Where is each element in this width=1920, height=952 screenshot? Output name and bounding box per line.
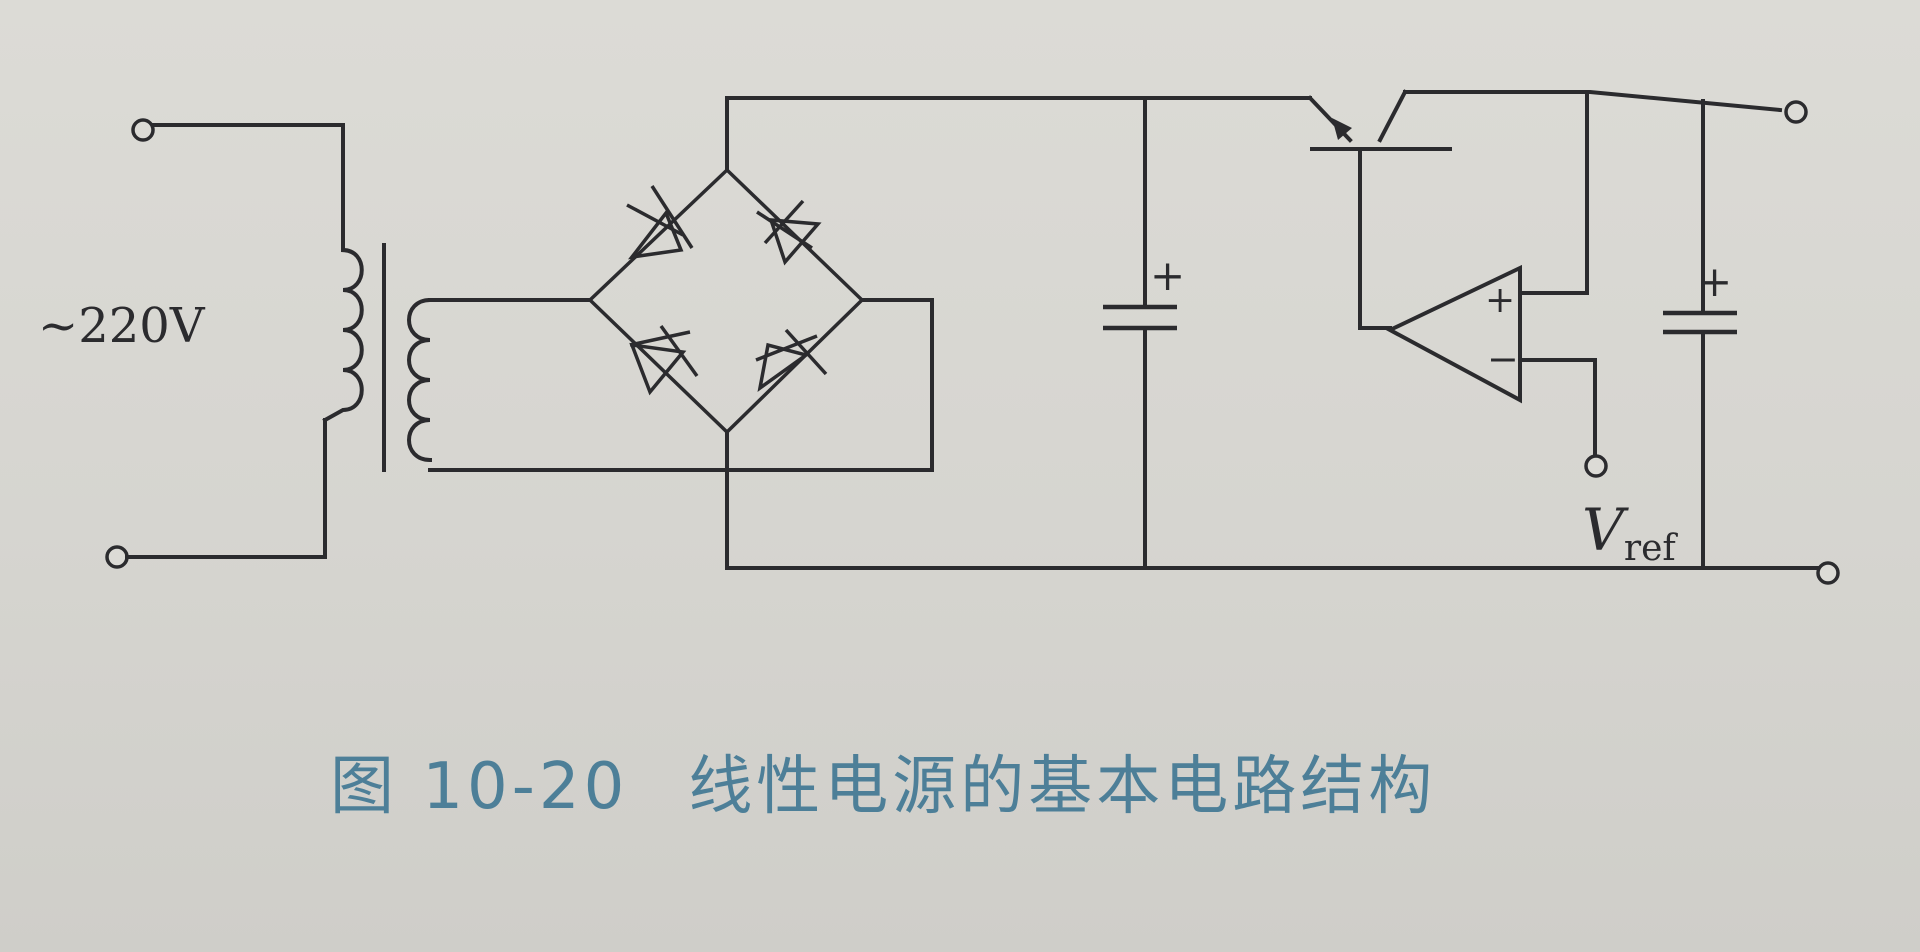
base-drive (1358, 148, 1392, 330)
cap2-plus-sign: + (1697, 257, 1732, 306)
diode-top-right (756, 199, 822, 266)
diode-top-left (626, 185, 694, 260)
emitter-arrow (1332, 118, 1352, 140)
pass-transistor (1143, 89, 1808, 330)
figure-number: 图 10-20 (330, 750, 629, 824)
bridge-rectifier (587, 167, 865, 435)
feedback-noninverting (1518, 90, 1589, 295)
vref-subscript: ref (1624, 528, 1679, 569)
diode-bottom-right (755, 328, 828, 392)
primary-lead-top (151, 123, 345, 252)
error-amplifier (1385, 90, 1608, 478)
input-voltage-label: ~220V (38, 298, 206, 354)
input-terminal-bottom (105, 545, 129, 569)
op-amp-triangle (1385, 264, 1522, 404)
vref-main: V (1582, 496, 1629, 564)
positive-rail-right (1403, 90, 1783, 113)
secondary-lead-bottom (428, 298, 934, 472)
reference-inverting (1518, 358, 1597, 459)
primary-lead-bottom (125, 418, 327, 559)
input-terminal-top (131, 118, 155, 142)
ac-input (105, 118, 345, 569)
output-terminal-bottom (1816, 561, 1840, 585)
primary-winding (322, 247, 364, 423)
dc-rails (725, 96, 1840, 585)
output-terminal-top (1784, 100, 1808, 124)
collector-diag (1377, 89, 1408, 143)
diode-bottom-left (629, 324, 699, 396)
filter-capacitor-output (1663, 99, 1737, 570)
figure-title: 线性电源的基本电路结构 (688, 750, 1437, 824)
negative-rail (725, 430, 1822, 570)
opamp-plus-sign: + (1485, 280, 1515, 321)
cap1-plus-sign: + (1150, 251, 1185, 300)
secondary-winding (407, 297, 433, 463)
filter-capacitor-input (1103, 96, 1177, 570)
vref-label: Vref (1582, 496, 1678, 569)
opamp-minus-sign: − (1487, 337, 1519, 381)
transformer (322, 243, 934, 472)
vref-terminal (1584, 454, 1608, 478)
figure-caption: 图 10-20 线性电源的基本电路结构 (330, 735, 1630, 827)
positive-rail-left (725, 96, 1147, 172)
bridge-diamond (587, 167, 865, 435)
